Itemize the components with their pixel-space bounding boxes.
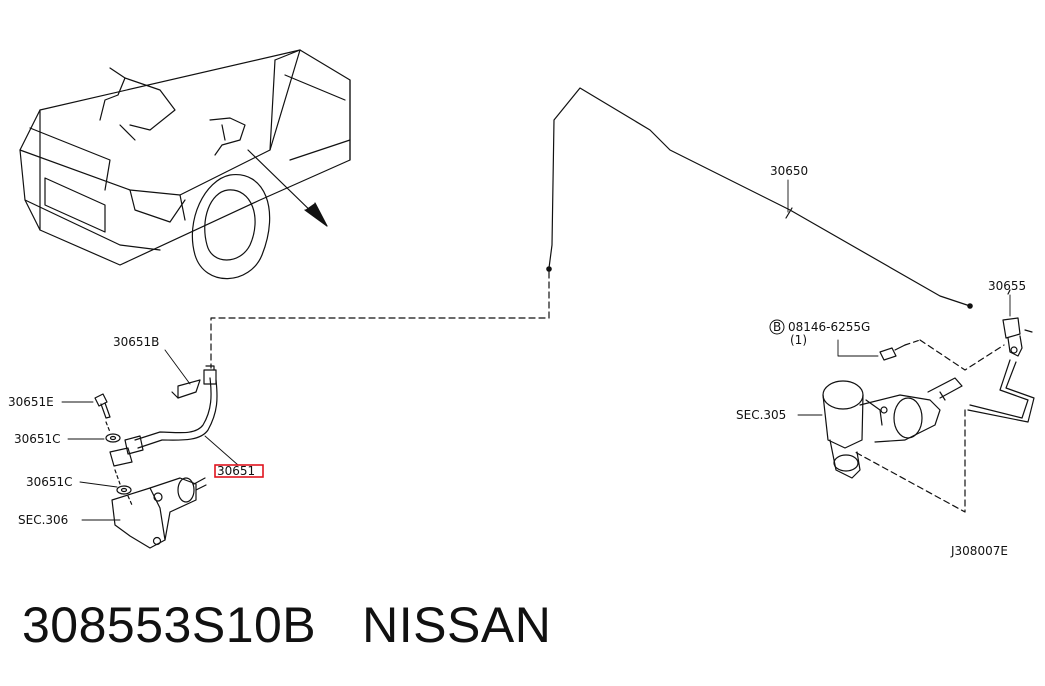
clutch-tube <box>546 87 1011 309</box>
label-bolt-qty: (1) <box>790 333 807 347</box>
label-30651B: 30651B <box>113 335 159 349</box>
label-30651C-lower: 30651C <box>26 475 73 489</box>
brand-name: NISSAN <box>362 597 552 653</box>
master-cylinder-assembly <box>822 317 1035 479</box>
leader-lines <box>61 179 1011 521</box>
highlight-box <box>214 464 264 478</box>
part-number: 308553S10B <box>22 597 317 653</box>
dashed-connector-master <box>854 339 1005 513</box>
label-30651-highlighted: 30651 <box>217 464 255 478</box>
reference-code: J308007E <box>950 544 1008 558</box>
label-sec-305: SEC.305 <box>736 408 786 422</box>
parts-diagram: 30650 30655 B 08146-6255G (1) SEC.305 30… <box>8 49 1035 558</box>
label-sec-306: SEC.306 <box>18 513 68 527</box>
label-30655: 30655 <box>988 279 1026 293</box>
label-30651C-upper: 30651C <box>14 432 61 446</box>
part-caption: 308553S10B NISSAN <box>22 596 551 654</box>
vehicle-illustration <box>19 49 351 280</box>
clutch-hose-assembly <box>94 365 218 549</box>
bolt-marker-letter: B <box>773 320 781 334</box>
dashed-connector-hose <box>210 271 550 369</box>
label-30651E: 30651E <box>8 395 54 409</box>
bolt-marker-circle <box>769 319 785 335</box>
label-bolt-08146-6255G: 08146-6255G <box>788 320 870 334</box>
label-30650: 30650 <box>770 164 808 178</box>
